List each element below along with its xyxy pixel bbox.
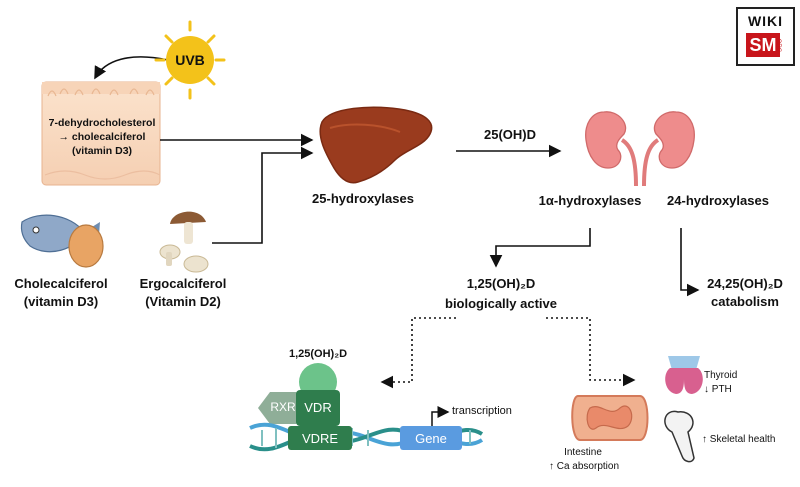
transcription-label: transcription bbox=[452, 405, 512, 417]
catabolic-line2: catabolism bbox=[711, 294, 779, 309]
intestine-illustration bbox=[571, 395, 649, 441]
kidney-to-active-arrow bbox=[489, 228, 591, 268]
rxr-label: RXR bbox=[270, 400, 296, 414]
liver-illustration bbox=[319, 106, 433, 184]
uvb-to-skin-arrow bbox=[94, 56, 169, 80]
vdre-label: VDRE bbox=[301, 431, 339, 446]
thyroid-line1: Thyroid bbox=[704, 370, 738, 381]
catabolic-line1: 24,25(OH)₂D bbox=[707, 276, 783, 291]
mushroom-illustration bbox=[159, 211, 209, 273]
logo-line2: SM bbox=[746, 33, 780, 57]
thyroid-illustration bbox=[665, 356, 703, 394]
cholecalciferol-line1: Cholecalciferol bbox=[14, 276, 108, 291]
intestine-line2: ↑ Ca absorption bbox=[548, 461, 620, 472]
wikism-logo[interactable]: WIKI SM .ORG bbox=[736, 7, 795, 66]
skin-line2: → cholecalciferol bbox=[58, 131, 146, 143]
fish-egg-illustration bbox=[20, 214, 104, 268]
skin-line3: (vitamin D3) bbox=[71, 145, 133, 157]
logo-tag: .ORG bbox=[775, 37, 781, 53]
skeletal-label: ↑ Skeletal health bbox=[702, 434, 776, 445]
active-to-genomic-arrow bbox=[380, 317, 456, 389]
active-line2: biologically active bbox=[445, 296, 557, 311]
active-to-effects-arrow bbox=[546, 317, 636, 387]
ergocalciferol-line1: Ergocalciferol bbox=[139, 276, 227, 291]
ligand-label: 1,25(OH)₂D bbox=[288, 348, 348, 360]
kidney-to-catabolism-arrow bbox=[680, 228, 700, 297]
transport-label: 25(OH)D bbox=[483, 127, 536, 142]
skin-line1: 7-dehydrocholesterol bbox=[48, 117, 156, 129]
vdr-shape bbox=[296, 390, 340, 426]
bone-illustration bbox=[664, 410, 695, 463]
intestine-line1: Intestine bbox=[564, 447, 602, 458]
gene-label: Gene bbox=[415, 431, 447, 446]
skin-illustration bbox=[41, 81, 161, 186]
kidney-label-left: 1α-hydroxylases bbox=[538, 193, 642, 208]
vdr-label: VDR bbox=[304, 400, 332, 415]
ergocalciferol-line2: (Vitamin D2) bbox=[145, 294, 221, 309]
rxr-shape bbox=[258, 392, 308, 424]
active-line1: 1,25(OH)₂D bbox=[466, 276, 536, 291]
sun-icon bbox=[154, 20, 226, 100]
thyroid-line2: ↓ PTH bbox=[704, 384, 732, 395]
uvb-label: UVB bbox=[175, 52, 205, 68]
liver-label: 25-hydroxylases bbox=[312, 191, 414, 206]
ergo-to-liver-arrow bbox=[212, 146, 314, 244]
kidney-label-right: 24-hydroxylases bbox=[667, 193, 769, 208]
gene-box bbox=[400, 426, 462, 450]
logo-line1: WIKI bbox=[747, 13, 784, 29]
vdre-box bbox=[288, 426, 352, 450]
transcription-arrow bbox=[431, 406, 450, 426]
cholecalciferol-line2: (vitamin D3) bbox=[23, 294, 99, 309]
kidney-illustration bbox=[585, 111, 695, 187]
